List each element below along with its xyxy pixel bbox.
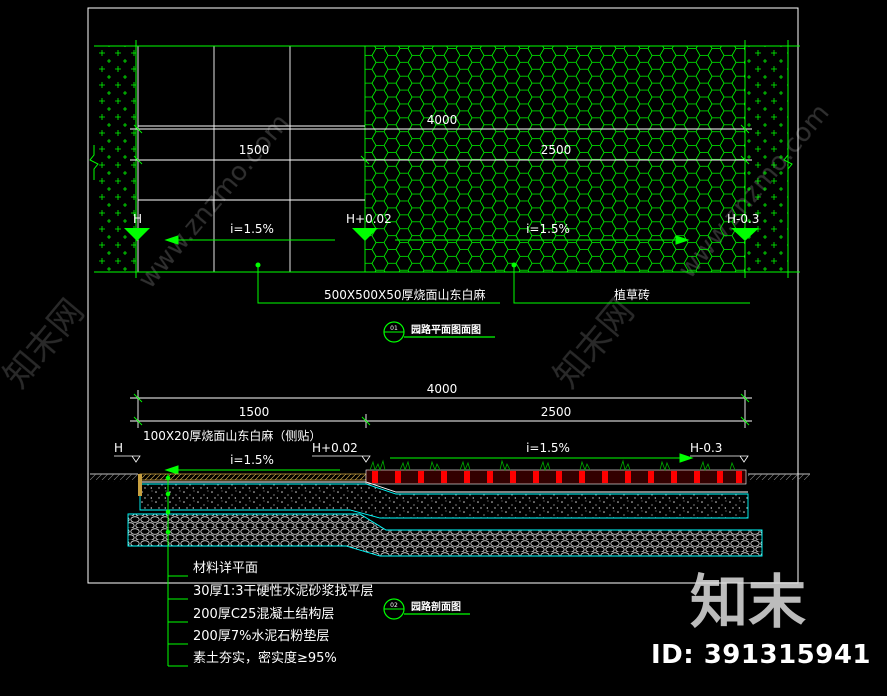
section-grass-blades (369, 459, 736, 472)
plan-dim-left: 1500 (239, 143, 270, 157)
section-view: 4000 1500 2500 100X20厚烧面山东白麻（侧贴） H H+0.0… (90, 382, 810, 667)
grass-paver-hatch (365, 46, 745, 272)
plan-slope-right: i=1.5% (526, 222, 570, 236)
drawing-frame (87, 7, 799, 584)
plan-elev-right: H-0.3 (727, 212, 759, 226)
planting-strip-right (746, 46, 788, 272)
section-layer-5: 素土夯实，密实度≥95% (193, 650, 337, 666)
break-mark-left (89, 145, 99, 180)
watermark-side-left: 知末网 (0, 292, 92, 396)
section-base-layer (127, 513, 763, 557)
section-curb (138, 474, 142, 496)
plan-view: 4000 1500 2500 H H+0.02 H-0.3 i=1.5% i=1… (89, 40, 800, 343)
section-elev-right: H-0.3 (690, 441, 722, 455)
plan-elevation-markers (124, 228, 759, 241)
plan-dim-total: 4000 (427, 113, 458, 127)
section-elev-mid: H+0.02 (312, 441, 358, 455)
stone-paving-grid (137, 46, 366, 272)
section-slope-right: i=1.5% (526, 441, 570, 455)
plan-title-block: 01 园路平面图面图 (383, 321, 495, 343)
plan-slope-arrows (164, 235, 690, 245)
section-dim-right: 2500 (541, 405, 572, 419)
section-elev-left: H (114, 441, 123, 455)
section-curb-label: 100X20厚烧面山东白麻（侧贴） (143, 428, 321, 443)
section-layer-leader (165, 474, 188, 667)
plan-dimensions (130, 124, 752, 165)
plan-label-grass: 植草砖 (614, 287, 650, 302)
section-layer-3: 200厚C25混凝土结构层 (193, 606, 334, 622)
plan-leaders (255, 262, 750, 304)
section-dimensions (130, 390, 752, 428)
break-mark-right (783, 145, 793, 180)
plan-title: 园路平面图面图 (411, 323, 481, 336)
section-slope-left: i=1.5% (230, 453, 274, 467)
section-layer-2: 30厚1:3干硬性水泥砂浆找平层 (193, 584, 373, 599)
plan-slope-left: i=1.5% (230, 222, 274, 236)
section-stone-layer (139, 473, 367, 481)
section-layer-1: 材料详平面 (193, 561, 258, 576)
section-dim-left: 1500 (239, 405, 270, 419)
watermark-side-right: 知末网 (546, 292, 642, 396)
section-grass-paver-cells (372, 471, 742, 483)
section-title: 园路剖面图 (411, 600, 461, 613)
plan-elev-left: H (133, 212, 142, 226)
section-title-number: 02 (390, 602, 398, 609)
plan-title-number: 01 (390, 325, 398, 332)
section-layer-4: 200厚7%水泥石粉垫层 (193, 628, 329, 644)
watermark-id: ID: 391315941 (651, 640, 872, 670)
planting-strip-left (96, 46, 136, 272)
plan-dim-right: 2500 (541, 143, 572, 157)
plan-elev-mid: H+0.02 (346, 212, 392, 226)
section-title-block: 02 园路剖面图 (383, 598, 470, 620)
section-concrete-layer (139, 483, 749, 519)
plan-label-paving: 500X500X50厚烧面山东白麻 (324, 287, 486, 302)
section-dim-total: 4000 (427, 382, 458, 396)
watermark-logo: 知末 (690, 568, 806, 636)
